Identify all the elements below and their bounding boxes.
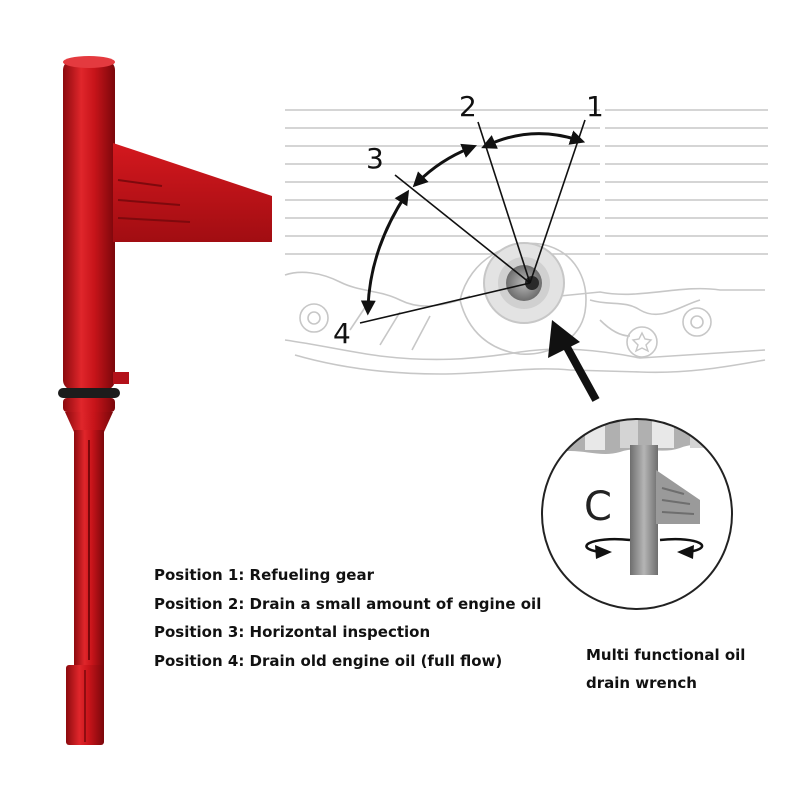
position-number-4: 4 bbox=[333, 317, 351, 350]
detail-letter: C bbox=[584, 484, 612, 530]
arc-1-2 bbox=[481, 130, 586, 149]
arc-3-4 bbox=[360, 189, 410, 316]
wrench-fin bbox=[113, 143, 272, 242]
wrench-o-ring bbox=[58, 388, 120, 398]
ray-position-2 bbox=[477, 121, 531, 284]
legend-position-4: Position 4: Drain old engine oil (full f… bbox=[154, 652, 503, 670]
legend-position-1: Position 1: Refueling gear bbox=[154, 566, 374, 584]
caption-line-2: drain wrench bbox=[586, 674, 697, 692]
arc-2-3 bbox=[412, 143, 477, 188]
legend-position-2: Position 2: Drain a small amount of engi… bbox=[154, 595, 542, 613]
ray-position-1 bbox=[529, 119, 586, 284]
ray-position-4 bbox=[359, 282, 531, 324]
position-number-2: 2 bbox=[459, 90, 477, 123]
detail-pointer-arrow bbox=[548, 320, 600, 402]
position-number-1: 1 bbox=[586, 90, 604, 123]
detail-inset: C bbox=[541, 418, 733, 610]
position-number-3: 3 bbox=[366, 142, 384, 175]
caption-line-1: Multi functional oil bbox=[586, 646, 746, 664]
legend-position-3: Position 3: Horizontal inspection bbox=[154, 623, 431, 641]
oil-drain-wrench bbox=[58, 56, 272, 745]
wrench-handle-tube bbox=[63, 60, 115, 390]
ray-position-3 bbox=[394, 174, 531, 284]
rotation-arcs bbox=[360, 130, 586, 316]
engine-schematic bbox=[284, 109, 768, 375]
